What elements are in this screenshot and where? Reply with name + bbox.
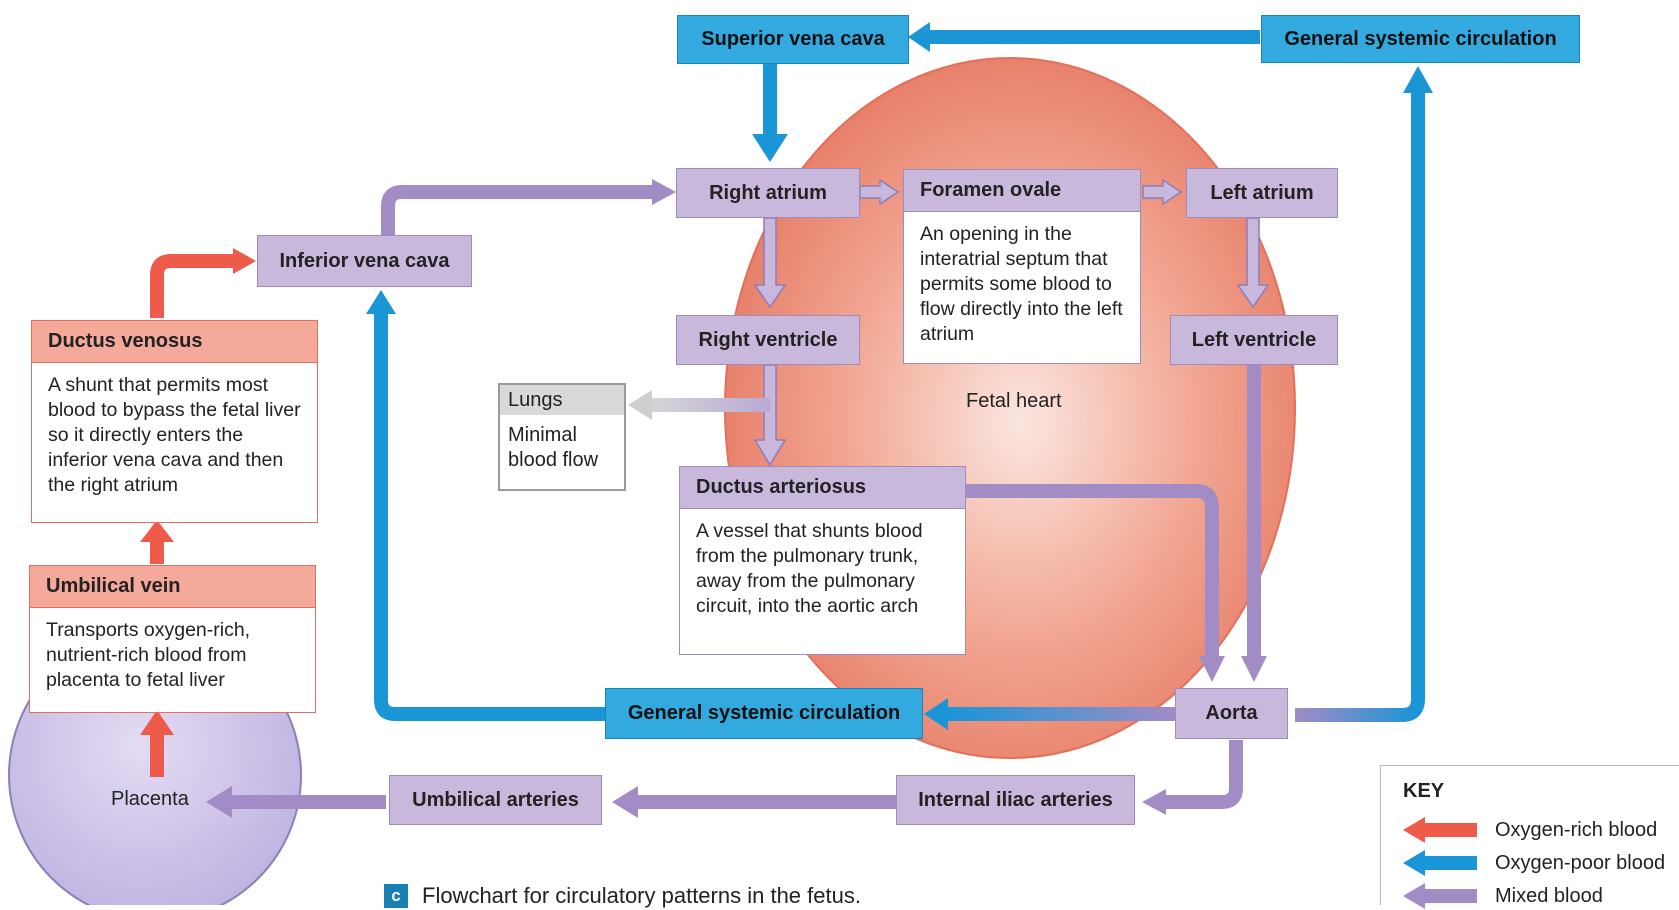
lungs-description: Minimal blood flow bbox=[508, 424, 599, 471]
superior-vena-cava-box: Superior vena cava bbox=[677, 15, 909, 64]
mixed-arrows bbox=[206, 178, 1270, 818]
foramen-ovale-description: An opening in the interatrial septum tha… bbox=[920, 223, 1123, 345]
ductus-venosus-title: Ductus venosus bbox=[32, 321, 317, 363]
umbilical-vein-title: Umbilical vein bbox=[30, 566, 315, 608]
umbilical-arteries-box: Umbilical arteries bbox=[389, 775, 602, 825]
legend-label-oxygen-rich: Oxygen-rich blood bbox=[1495, 818, 1658, 841]
foramen-ovale-card: Foramen ovale An opening in the interatr… bbox=[903, 169, 1141, 364]
general-systemic-circulation-bottom-box: General systemic circulation bbox=[605, 688, 923, 739]
umbilical-vein-description: Transports oxygen-rich, nutrient-rich bl… bbox=[46, 619, 251, 691]
caption-badge: c bbox=[384, 884, 408, 908]
general-systemic-circulation-top-box: General systemic circulation bbox=[1261, 15, 1580, 63]
oxygen-rich-arrows bbox=[140, 248, 256, 777]
internal-iliac-arteries-box: Internal iliac arteries bbox=[896, 775, 1135, 825]
right-ventricle-box: Right ventricle bbox=[676, 315, 860, 365]
fetal-heart-label: Fetal heart bbox=[966, 390, 1062, 412]
ductus-arteriosus-description: A vessel that shunts blood from the pulm… bbox=[696, 520, 923, 617]
oxygen-poor-arrows bbox=[366, 22, 1433, 730]
legend-item-oxygen-rich: Oxygen-rich blood bbox=[1403, 816, 1657, 844]
left-atrium-box: Left atrium bbox=[1186, 168, 1338, 218]
legend: KEY Oxygen-rich blood Oxygen-poor blood … bbox=[1380, 765, 1679, 909]
lungs-title: Lungs bbox=[500, 385, 624, 415]
ductus-arteriosus-title: Ductus arteriosus bbox=[680, 467, 965, 509]
ductus-venosus-description: A shunt that permits most blood to bypas… bbox=[48, 374, 301, 496]
placenta-label: Placenta bbox=[111, 788, 189, 810]
legend-item-mixed: Mixed blood bbox=[1403, 882, 1603, 910]
legend-title: KEY bbox=[1403, 780, 1445, 802]
legend-label-oxygen-poor: Oxygen-poor blood bbox=[1495, 851, 1666, 874]
oxygen-rich-arrow-icon bbox=[1403, 817, 1477, 843]
ductus-venosus-card: Ductus venosus A shunt that permits most… bbox=[31, 320, 318, 523]
umbilical-vein-card: Umbilical vein Transports oxygen-rich, n… bbox=[29, 565, 316, 713]
legend-label-mixed: Mixed blood bbox=[1495, 884, 1603, 907]
lungs-card: Lungs Minimal blood flow bbox=[498, 383, 626, 491]
left-ventricle-box: Left ventricle bbox=[1170, 315, 1338, 365]
caption-text: Flowchart for circulatory patterns in th… bbox=[422, 883, 861, 908]
legend-item-oxygen-poor: Oxygen-poor blood bbox=[1403, 849, 1665, 877]
foramen-ovale-title: Foramen ovale bbox=[904, 170, 1140, 212]
figure-caption: c Flowchart for circulatory patterns in … bbox=[384, 883, 861, 909]
ductus-arteriosus-card: Ductus arteriosus A vessel that shunts b… bbox=[679, 466, 966, 655]
mixed-blood-arrow-icon bbox=[1403, 883, 1477, 909]
oxygen-poor-arrow-icon bbox=[1403, 850, 1477, 876]
inferior-vena-cava-box: Inferior vena cava bbox=[257, 235, 472, 287]
right-atrium-box: Right atrium bbox=[676, 168, 860, 218]
aorta-box: Aorta bbox=[1175, 688, 1288, 739]
